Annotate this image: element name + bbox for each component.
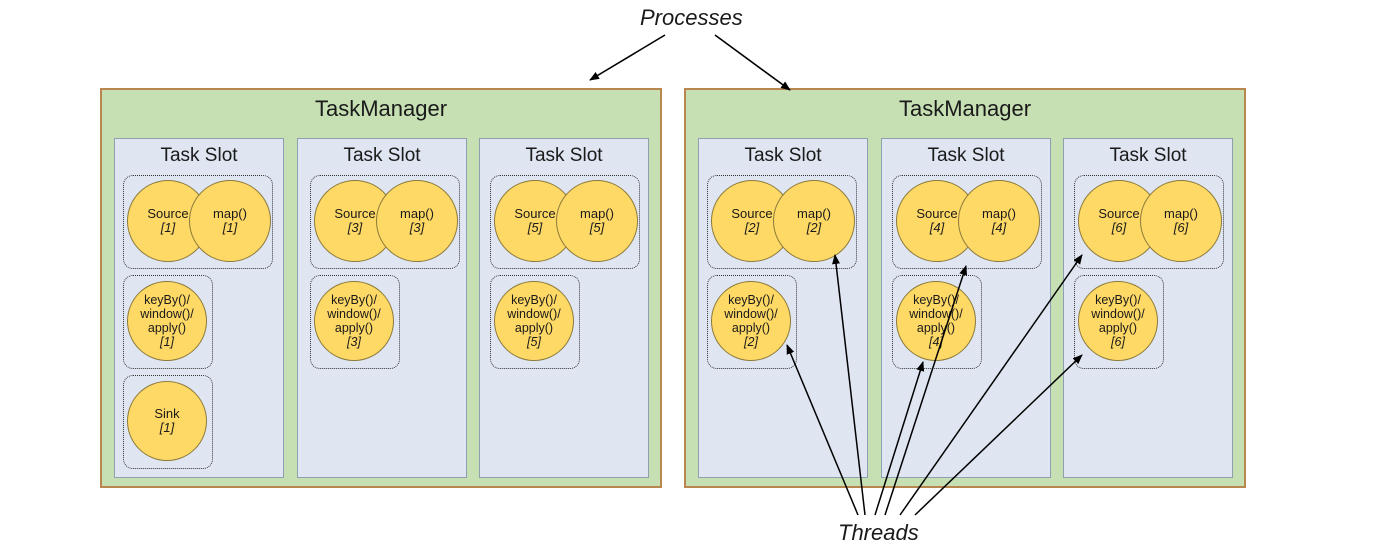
operator-index: [2] [806,220,822,235]
operator-index: [2] [744,220,760,235]
task-slot-title: Task Slot [525,145,603,166]
window-operator-group [707,275,797,369]
task-slot-title: Task Slot [160,145,238,166]
window-operator: keyBy()/ window()/ apply() [5] [494,281,574,361]
operator-line: window()/ [724,307,778,321]
task-slot-title: Task Slot [343,145,421,166]
operator-name: Source [514,206,556,221]
operator-line: window()/ [909,307,963,321]
operator-index: [1] [159,420,175,435]
operator-index: [6] [1111,220,1127,235]
operator-name: map() [400,206,434,221]
processes-label: Processes [640,5,743,30]
operator-line: keyBy()/ [331,293,377,307]
task-slot: Task Slot Source [1] map() [1] keyBy()/ … [114,138,284,478]
task-manager-2: TaskManager Task Slot Source [2] map() [… [684,88,1246,488]
operator-index: [3] [409,220,425,235]
operator-index: [1] [222,220,238,235]
operator-index: [6] [1111,335,1125,349]
threads-label: Threads [838,520,919,545]
operator-index: [5] [527,335,541,349]
operator-name: map() [797,206,831,221]
operator-index: [3] [347,335,361,349]
operator-line: apply() [916,321,956,335]
operator-line: keyBy()/ [728,293,774,307]
map-operator: map() [6] [1140,180,1222,262]
window-operator: keyBy()/ window()/ apply() [6] [1078,281,1158,361]
operator-chain-group [1074,175,1224,269]
window-operator: keyBy()/ window()/ apply() [2] [711,281,791,361]
operator-line: apply() [147,321,187,335]
operator-line: apply() [1098,321,1138,335]
task-manager-1: TaskManager Task Slot Source [1] map() [… [100,88,662,488]
sink-operator-group [123,375,213,469]
window-operator-group [310,275,400,369]
source-operator: Source [5] [494,180,576,262]
task-slot: Task Slot Source [4] map() [4] keyBy()/ … [881,138,1051,478]
operator-index: [3] [347,220,363,235]
operator-line: apply() [334,321,374,335]
task-slot-title: Task Slot [744,145,822,166]
task-slot: Task Slot Source [5] map() [5] keyBy()/ … [479,138,649,478]
operator-name: map() [580,206,614,221]
operator-line: keyBy()/ [1095,293,1141,307]
window-operator: keyBy()/ window()/ apply() [3] [314,281,394,361]
map-operator: map() [4] [958,180,1040,262]
task-slot: Task Slot Source [2] map() [2] keyBy()/ … [698,138,868,478]
operator-index: [1] [160,220,176,235]
window-operator: keyBy()/ window()/ apply() [4] [896,281,976,361]
operator-line: window()/ [140,307,194,321]
map-operator: map() [3] [376,180,458,262]
operator-index: [6] [1173,220,1189,235]
operator-line: apply() [514,321,554,335]
operator-chain-group [123,175,273,269]
task-manager-title: TaskManager [898,96,1032,121]
window-operator: keyBy()/ window()/ apply() [1] [127,281,207,361]
operator-name: map() [1164,206,1198,221]
task-manager-title: TaskManager [314,96,448,121]
operator-index: [4] [929,335,943,349]
task-slot-title: Task Slot [1109,145,1187,166]
operator-line: window()/ [1091,307,1145,321]
operator-index: [5] [527,220,543,235]
sink-operator: Sink [1] [127,381,207,461]
operator-line: keyBy()/ [511,293,557,307]
operator-index: [1] [160,335,174,349]
operator-chain-group [310,175,460,269]
operator-name: Source [916,206,958,221]
operator-name: map() [982,206,1016,221]
task-slot: Task Slot Source [3] map() [3] keyBy()/ … [297,138,467,478]
operator-chain-group [490,175,640,269]
task-slot: Task Slot Source [6] map() [6] keyBy()/ … [1063,138,1233,478]
operator-name: Sink [154,406,180,421]
operator-index: [2] [744,335,758,349]
map-operator: map() [5] [556,180,638,262]
operator-line: window()/ [327,307,381,321]
operator-index: [4] [929,220,945,235]
operator-name: Source [1098,206,1140,221]
operator-name: Source [731,206,773,221]
map-operator: map() [2] [773,180,855,262]
window-operator-group [490,275,580,369]
operator-index: [4] [991,220,1007,235]
task-slot-title: Task Slot [927,145,1005,166]
operator-chain-group [707,175,857,269]
map-operator: map() [1] [189,180,271,262]
process-arrow [714,34,791,91]
window-operator-group [123,275,213,369]
operator-line: keyBy()/ [913,293,959,307]
operator-index: [5] [589,220,605,235]
operator-line: apply() [731,321,771,335]
operator-name: map() [213,206,247,221]
operator-name: Source [147,206,189,221]
process-arrow [589,34,666,81]
operator-line: keyBy()/ [144,293,190,307]
operator-line: window()/ [507,307,561,321]
operator-name: Source [334,206,376,221]
